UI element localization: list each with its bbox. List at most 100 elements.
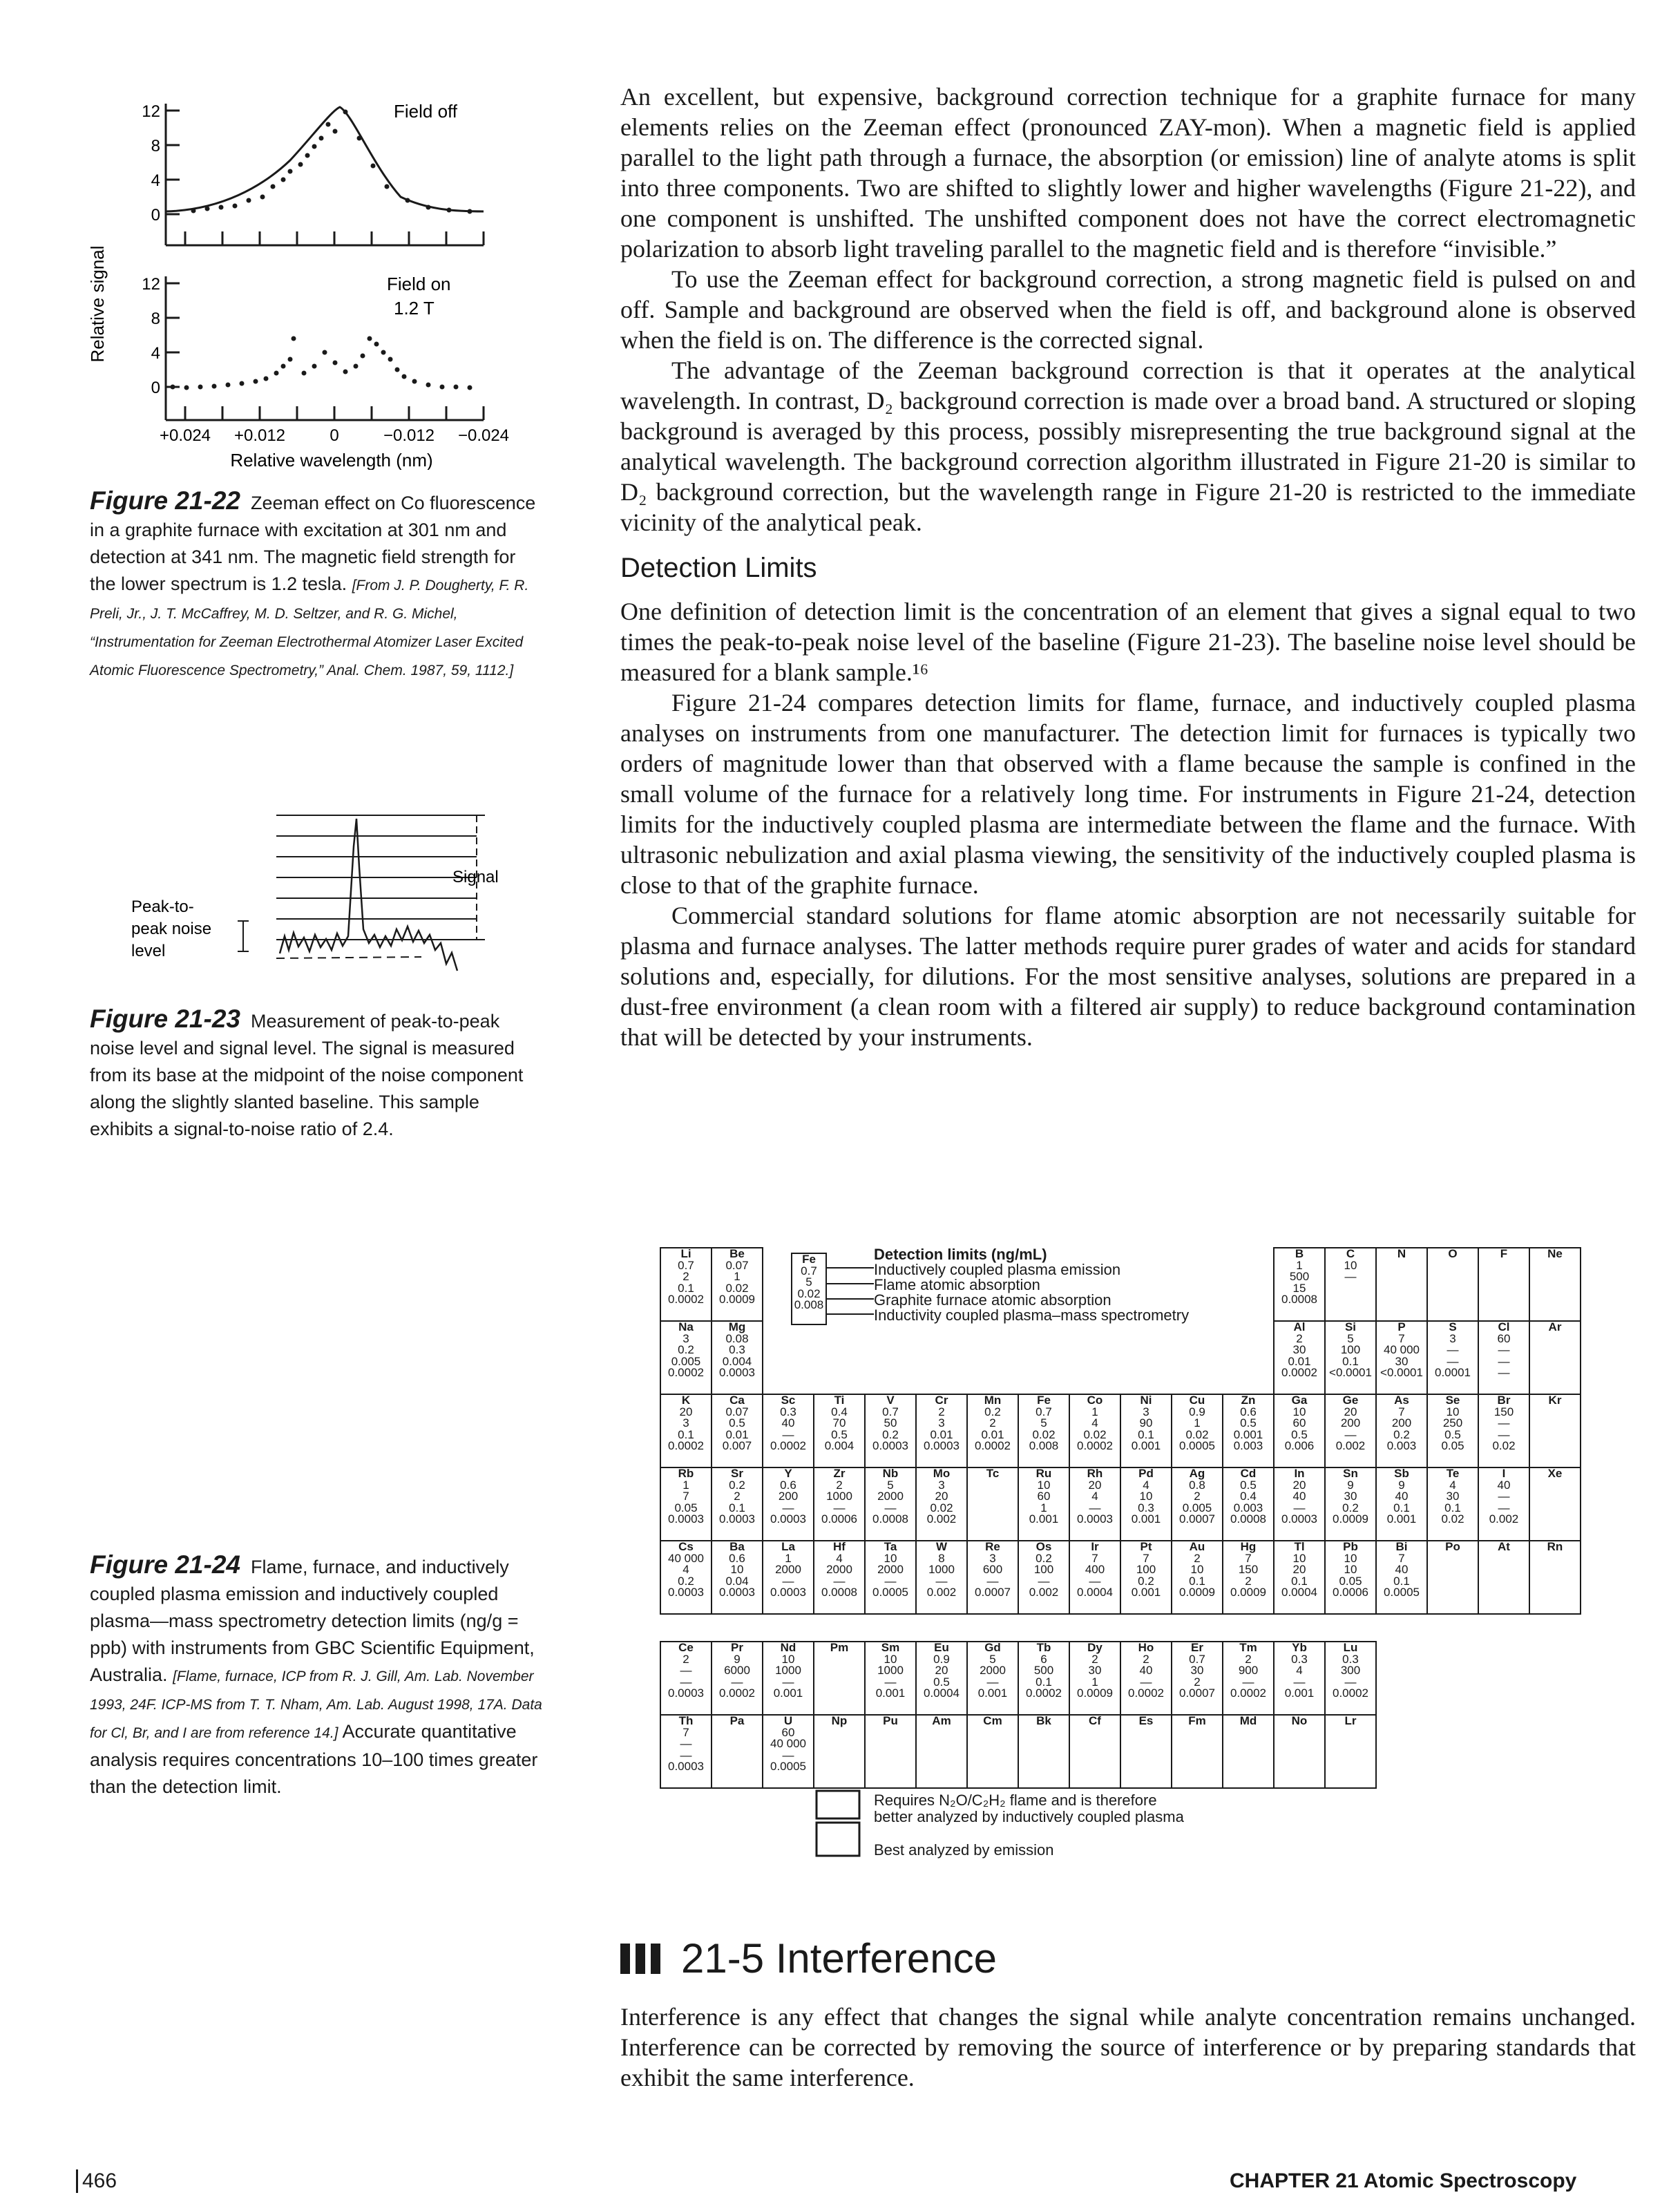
detection-limit-value: 900 — [1238, 1664, 1259, 1677]
detection-limit-value: 0.05 — [1441, 1439, 1464, 1452]
fig22-bottom-data-point — [401, 374, 407, 379]
element-symbol: Xe — [1547, 1467, 1563, 1480]
key-cell: Fe 0.7 5 0.02 0.008 — [791, 1253, 827, 1325]
element-symbol: Hg — [1240, 1540, 1257, 1553]
element-symbol: Es — [1138, 1714, 1154, 1727]
element-cell-ne: Ne — [1529, 1247, 1581, 1322]
element-symbol: P — [1397, 1320, 1406, 1333]
detection-limit-value: 0.0009 — [719, 1293, 755, 1306]
detection-limit-value: 0.0003 — [668, 1687, 704, 1700]
element-symbol: C — [1346, 1247, 1355, 1260]
detection-limit-value: 70 — [832, 1416, 846, 1429]
detection-limit-value: 90 — [1139, 1416, 1153, 1429]
fig22-bottom-data-point — [426, 382, 431, 388]
key-line-2: Flame atomic absorption — [874, 1276, 1040, 1293]
detection-limit-value: 3 — [1143, 1405, 1149, 1418]
detection-limit-value: 60 — [1292, 1416, 1306, 1429]
figure-21-23-caption: Figure 21-23 Measurement of peak-to-peak… — [90, 1005, 546, 1143]
fig22-bottom-data-point — [253, 379, 258, 384]
detection-limit-value: 0.2 — [1035, 1551, 1052, 1565]
element-symbol: S — [1449, 1320, 1457, 1333]
section-heading-detection-limits: Detection Limits — [620, 553, 817, 583]
detection-limit-value: 7 — [682, 1490, 689, 1503]
element-symbol: Rh — [1087, 1467, 1103, 1480]
element-symbol: Cu — [1189, 1394, 1205, 1407]
detection-limit-value: 0.02 — [1492, 1439, 1516, 1452]
key-line-1: Inductively coupled plasma emission — [874, 1261, 1121, 1278]
fig23-caption-label: Figure 21-23 — [90, 1005, 240, 1033]
element-cell-fm: Fm — [1171, 1714, 1223, 1789]
detection-limit-value: 0.001 — [1284, 1687, 1315, 1700]
fig23-noise-label-3: level — [131, 942, 165, 960]
detection-limit-value: 2 — [1194, 1490, 1201, 1503]
detection-limit-value: 10 — [1292, 1405, 1306, 1418]
element-symbol: Sb — [1394, 1467, 1409, 1480]
detection-limit-value: 2 — [1194, 1675, 1201, 1689]
element-cell-cf: Cf — [1069, 1714, 1121, 1789]
detection-limit-value: 60 — [1037, 1490, 1051, 1503]
detection-limit-value: 0.0002 — [770, 1439, 806, 1452]
fig22-top-data-point — [370, 163, 376, 169]
element-symbol: Te — [1446, 1467, 1460, 1480]
detection-limit-value: 0.0003 — [719, 1586, 755, 1599]
detection-limit-value: 0.001 — [1131, 1512, 1161, 1526]
element-cell-n: N — [1375, 1247, 1428, 1322]
element-symbol: W — [935, 1540, 948, 1553]
detection-limit-value: — — [1498, 1416, 1510, 1429]
element-symbol: As — [1394, 1394, 1409, 1407]
detection-limit-value: 0.0002 — [1333, 1687, 1368, 1700]
element-symbol: Ti — [834, 1394, 845, 1407]
detection-limit-value: 0.0003 — [668, 1512, 704, 1526]
detection-limit-value: 0.005 — [1182, 1501, 1212, 1514]
detection-limit-value: 40 — [1139, 1664, 1153, 1677]
fig22-bottom-ytick-label: 4 — [151, 344, 160, 363]
detection-limit-value: — — [731, 1675, 743, 1689]
detection-limit-value: 20 — [1344, 1405, 1357, 1418]
detection-limit-value: 2 — [682, 1652, 689, 1666]
element-symbol: Ta — [884, 1540, 897, 1553]
detection-limit-value: 400 — [1085, 1563, 1105, 1576]
detection-limit-value: 4 — [682, 1563, 689, 1576]
element-cell-cm: Cm — [966, 1714, 1019, 1789]
fig22-bottom-data-point — [394, 367, 400, 372]
element-symbol: Re — [985, 1540, 1000, 1553]
detection-limit-value: 0.01 — [930, 1427, 953, 1441]
element-symbol: Ba — [729, 1540, 745, 1553]
element-symbol: Sm — [881, 1641, 900, 1654]
element-symbol: Br — [1497, 1394, 1511, 1407]
detection-limit-value: 0.001 — [1386, 1512, 1417, 1526]
detection-limit-value: 0.002 — [1029, 1586, 1059, 1599]
element-cell-ar: Ar — [1529, 1320, 1581, 1395]
detection-limit-value: — — [884, 1501, 897, 1514]
key-connectors — [827, 1267, 874, 1315]
element-symbol: Ne — [1547, 1247, 1563, 1260]
detection-limit-value: 0.9 — [1189, 1405, 1205, 1418]
detection-limit-value: — — [1498, 1354, 1510, 1368]
fig22-bottom-data-point — [198, 384, 203, 390]
detection-limit-value: 3 — [989, 1551, 996, 1565]
element-cell-po: Po — [1426, 1540, 1479, 1615]
element-symbol: Pb — [1343, 1540, 1358, 1553]
detection-limit-value: 2 — [734, 1490, 741, 1503]
detection-limit-value: 0.008 — [1029, 1439, 1059, 1452]
detection-limit-value: 0.001 — [875, 1687, 906, 1700]
element-cell-o: O — [1426, 1247, 1479, 1322]
detection-limit-value: 1000 — [775, 1664, 801, 1677]
figure-21-24-periodic-table: Fe 0.7 5 0.02 0.008 Detection limits (ng… — [660, 1247, 1606, 1869]
detection-limit-value: 9 — [734, 1652, 741, 1666]
detection-limit-value: 0.3 — [1291, 1652, 1308, 1666]
element-symbol: Zn — [1241, 1394, 1256, 1407]
fig22-bottom-data-point — [467, 385, 472, 390]
detection-limit-value: 0.02 — [1083, 1427, 1107, 1441]
